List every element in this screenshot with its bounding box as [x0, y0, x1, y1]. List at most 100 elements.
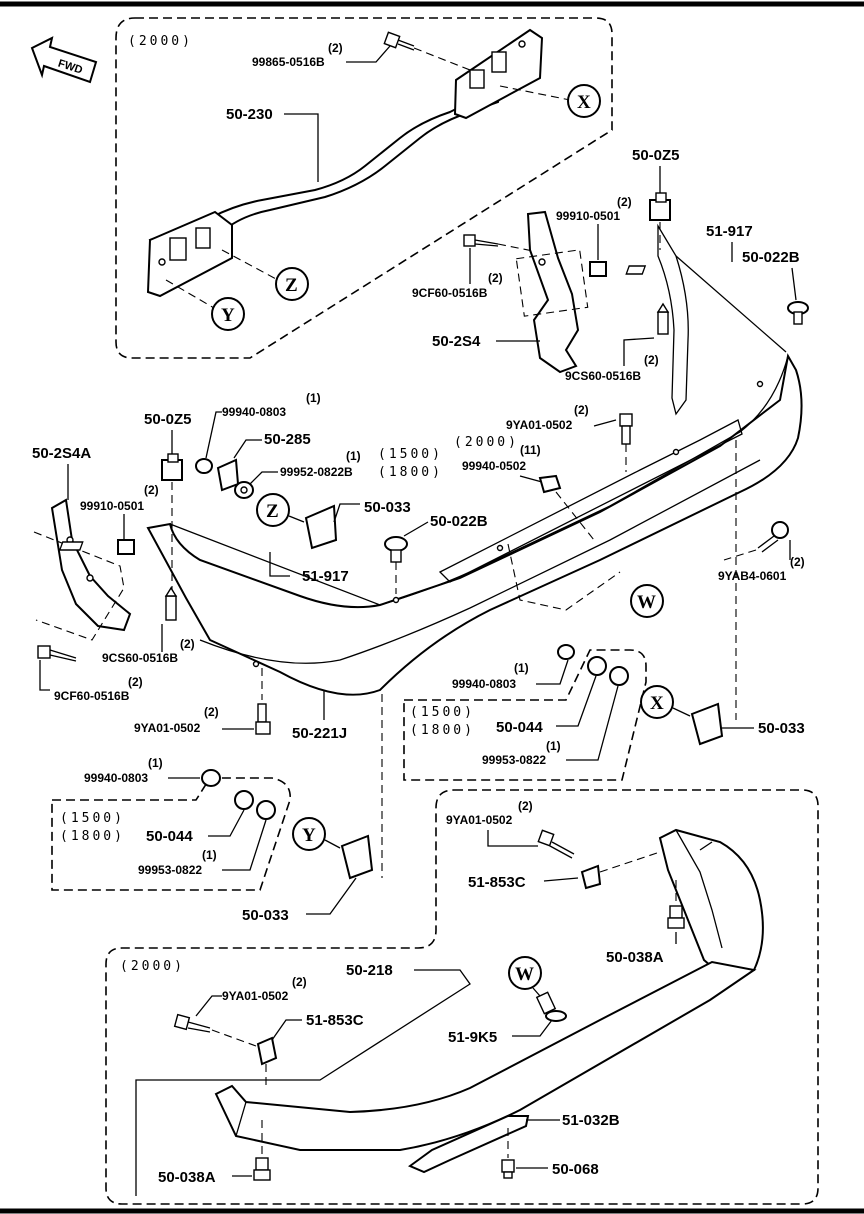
qty-99910-right: (2): [617, 195, 632, 209]
label-9ya01-0502-b2: 9YA01-0502: [222, 989, 289, 1003]
year-1800-x: (1800): [410, 723, 475, 738]
label-50-022b-right: 50-022B: [742, 249, 800, 266]
label-51-853c-b: 51-853C: [306, 1012, 364, 1029]
clip-50-038a-a-icon: [667, 905, 685, 929]
label-99940-0502: 99940-0502: [462, 459, 526, 473]
qty-9ya01-center: (2): [574, 403, 589, 417]
leader-50-285: [233, 439, 262, 459]
callout-z-top-label: Z: [285, 275, 298, 296]
label-50-033-c: 50-033: [242, 907, 289, 924]
label-99910-0501-right: 99910-0501: [556, 209, 620, 223]
leader-dash-99865: [413, 47, 471, 71]
label-50-044-a: 50-044: [496, 719, 543, 736]
label-51-917-right: 51-917: [706, 223, 753, 240]
nut-99940-0803-a-icon: [195, 458, 213, 474]
label-99952-0822b: 99952-0822B: [280, 465, 353, 479]
year-1800-center: (1800): [378, 465, 443, 480]
nut-99940-0803-b-icon: [557, 644, 575, 660]
qty-9cf60-right: (2): [488, 271, 503, 285]
label-50-038a-b: 50-038A: [158, 1169, 216, 1186]
label-50-068: 50-068: [552, 1161, 599, 1178]
label-50-033-b: 50-033: [758, 720, 805, 737]
qty-9cf60-left: (2): [128, 675, 143, 689]
dash-z-top: [221, 249, 279, 281]
callout-y-mid-label: Y: [302, 825, 316, 846]
spoiler-50-218-drawing: [214, 960, 757, 1174]
washer-50-044-a-icon: [587, 656, 607, 676]
label-9ya01-0502-b1: 9YA01-0502: [446, 813, 513, 827]
qty-99910-left: (2): [144, 483, 159, 497]
bolt-9cf60-left-icon: [37, 645, 77, 662]
label-50-033-a: 50-033: [364, 499, 411, 516]
label-50-0z5-right: 50-0Z5: [632, 147, 680, 164]
bolt-9ya01-left-icon: [255, 703, 271, 735]
callout-z-mid-label: Z: [266, 501, 279, 522]
qty-99953-a: (1): [546, 739, 561, 753]
clip-50-038a-b-icon: [253, 1157, 271, 1181]
label-9ya01-0502-center: 9YA01-0502: [506, 418, 573, 432]
qty-99940-0502: (11): [520, 443, 541, 457]
nut-51-853c-b-icon: [256, 1036, 278, 1066]
bolt-9cf60-right-icon: [463, 234, 499, 247]
arrow-w-bottom: [532, 987, 541, 997]
pad-51-917-center-icon: [58, 541, 84, 551]
washer-50-044-b-icon: [234, 790, 254, 810]
bolt-9ya01-b1-icon: [537, 829, 575, 859]
qty-99952: (1): [346, 449, 361, 463]
leader-50-044-b: [208, 809, 245, 837]
plate-50-285-icon: [216, 458, 240, 492]
top-box-year: (2000): [128, 34, 193, 49]
leader-50-044-a: [556, 675, 597, 727]
label-50-230: 50-230: [226, 106, 273, 123]
label-9cs60-0516b-left: 9CS60-0516B: [102, 651, 178, 665]
qty-9ya01-left: (2): [204, 705, 219, 719]
arrow-z-mid: [288, 515, 305, 523]
dash-51-853c-a: [599, 851, 661, 873]
callout-y-mid: [292, 817, 326, 851]
leader-50-218: [135, 969, 471, 1196]
label-51-032b: 51-032B: [562, 1112, 620, 1129]
dash-9yab4: [723, 549, 757, 561]
label-50-044-b: 50-044: [146, 828, 193, 845]
year-1800-y: (1800): [60, 829, 125, 844]
fwd-arrow-icon: FWD: [30, 36, 98, 84]
leader-50-022b-right: [791, 267, 797, 301]
washer-99952-hole: [240, 486, 248, 494]
bottom-box-outline: [105, 789, 819, 1205]
callout-w-mid: [630, 584, 664, 618]
qty-99940-0803-c: (1): [148, 756, 163, 770]
nut-99910-left-icon: [117, 539, 135, 555]
retainer-50-022b-right-icon: [787, 301, 809, 325]
leader-9cs60-right: [623, 337, 655, 366]
pad-51-917-right-icon: [625, 265, 647, 275]
washer-99953-b-icon: [256, 800, 276, 820]
qty-9ya01-b2: (2): [292, 975, 307, 989]
leader-50-022b-center: [403, 521, 429, 537]
callout-x-mid: [640, 685, 674, 719]
dash-x-top: [499, 85, 571, 101]
leader-51-853c-a: [543, 877, 579, 882]
top-box-outline: [115, 17, 613, 359]
washer-99953-a-icon: [609, 666, 629, 686]
leader-99940-0803-b: [536, 659, 569, 685]
leader-9cf60-left: [39, 660, 50, 691]
bumper-cover-50-221j-drawing: [146, 223, 803, 696]
label-51-9k5: 51-9K5: [448, 1029, 497, 1046]
year-1500-x: (1500): [410, 705, 475, 720]
clip-50-068-icon: [501, 1159, 515, 1179]
nut-51-853c-a-icon: [580, 864, 602, 890]
callout-y-top-label: Y: [221, 305, 235, 326]
qty-99940-0803-a: (1): [306, 391, 321, 405]
callout-z-mid: [256, 493, 290, 527]
label-9cf60-0516b-right: 9CF60-0516B: [412, 286, 488, 300]
label-50-221j: 50-221J: [292, 725, 347, 742]
dash-w-mid: [507, 543, 621, 611]
label-99940-0803-c: 99940-0803: [84, 771, 148, 785]
label-50-2s4: 50-2S4: [432, 333, 481, 350]
leader-9ya01-center: [593, 419, 617, 427]
label-99940-0803-b: 99940-0803: [452, 677, 516, 691]
y-group-box: [51, 777, 291, 891]
leader-51-9k5: [512, 1019, 553, 1037]
nut-99940-0803-c-icon: [201, 769, 221, 787]
